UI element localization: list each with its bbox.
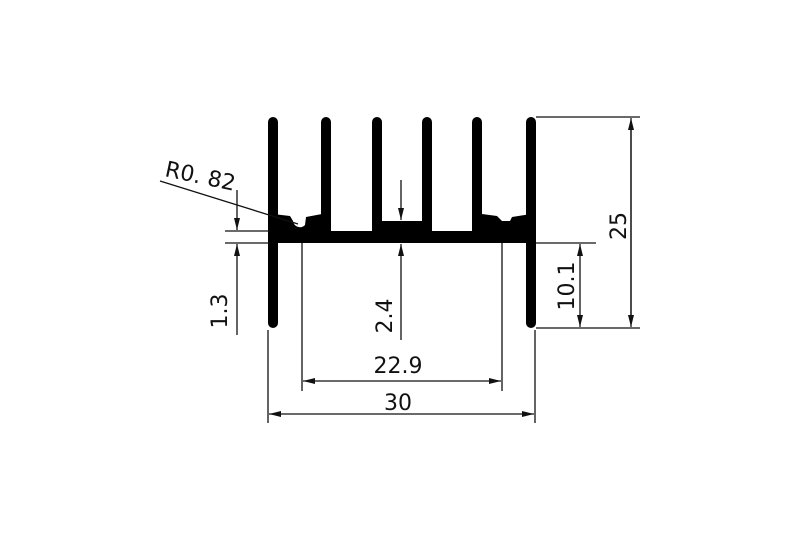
dimension-10-1: 10.1 (536, 242, 596, 327)
dimension-label-25: 25 (607, 212, 632, 240)
dimension-label-22-9: 22.9 (374, 354, 423, 379)
dimension-2-4: 2.4 (373, 180, 404, 340)
radius-label: R0. 82 (163, 157, 238, 196)
base-plate (273, 231, 531, 243)
center-platform (380, 221, 424, 233)
dimension-label-2-4: 2.4 (373, 299, 398, 334)
dimension-label-10-1: 10.1 (555, 262, 580, 311)
dimension-1-3: 1.3 (208, 190, 270, 335)
dimension-30: 30 (267, 330, 536, 423)
dimension-22-9: 22.9 (301, 243, 503, 391)
left-pad (273, 214, 322, 233)
dimension-label-1-3: 1.3 (208, 294, 233, 329)
dimension-25: 25 (536, 116, 640, 329)
heatsink-profile (268, 117, 536, 328)
dimension-label-30: 30 (384, 391, 412, 416)
right-pad (482, 214, 531, 233)
